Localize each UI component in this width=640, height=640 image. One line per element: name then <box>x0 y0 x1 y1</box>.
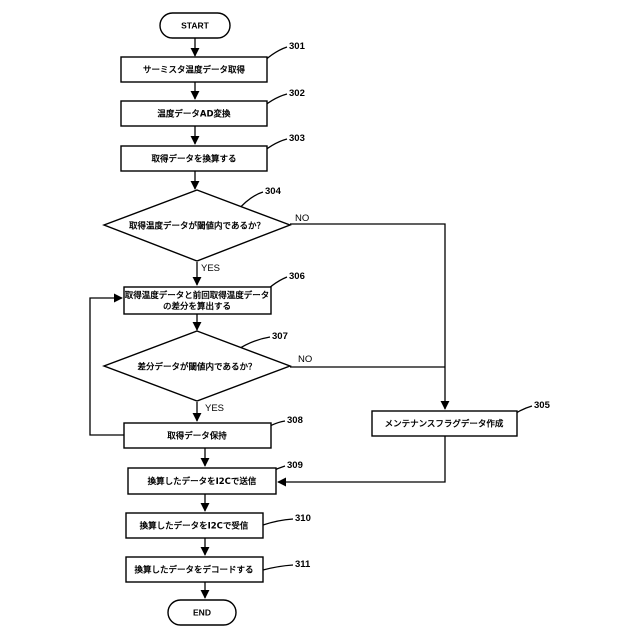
step-301-text: サーミスタ温度データ取得 <box>143 65 246 76</box>
ref-309: 309 <box>287 460 303 471</box>
step-306-text-line1: 取得温度データと前回取得温度データ <box>125 290 270 301</box>
arrow-304-no-to-305 <box>290 224 445 409</box>
branch-307-yes: YES <box>205 403 224 414</box>
arrow-305-to-309 <box>278 436 445 482</box>
ref-304: 304 <box>265 186 282 197</box>
step-301: サーミスタ温度データ取得 <box>121 57 267 82</box>
decision-304: 取得温度データが閾値内であるか？ <box>104 190 290 261</box>
step-308-text: 取得データ保持 <box>167 431 227 442</box>
ref-303: 303 <box>289 133 305 144</box>
ref-305: 305 <box>534 400 551 411</box>
step-305-text: メンテナンスフラグデータ作成 <box>385 419 504 430</box>
decision-307: 差分データが閾値内であるか？ <box>104 331 290 401</box>
start-label: START <box>181 21 210 31</box>
step-306-text-line2: の差分を算出する <box>163 301 231 312</box>
ref-306: 306 <box>289 271 305 282</box>
step-303: 取得データを換算する <box>121 146 267 171</box>
decision-307-text: 差分データが閾値内であるか？ <box>137 362 257 373</box>
step-310: 換算したデータをI2Cで受信 <box>126 513 263 538</box>
step-302-text: 温度データAD変換 <box>157 109 231 120</box>
step-303-text: 取得データを換算する <box>151 154 236 165</box>
start-terminal: START <box>160 13 230 38</box>
branch-307-no: NO <box>298 354 312 365</box>
leader-311 <box>263 565 293 570</box>
step-306: 取得温度データと前回取得温度データ の差分を算出する <box>124 287 271 314</box>
ref-301: 301 <box>289 41 306 52</box>
step-302: 温度データAD変換 <box>121 101 267 126</box>
branch-304-no: NO <box>295 213 309 224</box>
leader-310 <box>263 519 293 525</box>
ref-308: 308 <box>287 415 303 426</box>
ref-302: 302 <box>289 88 305 99</box>
decision-304-text: 取得温度データが閾値内であるか？ <box>129 221 265 232</box>
end-label: END <box>193 608 211 618</box>
step-309: 換算したデータをI2Cで送信 <box>128 468 276 494</box>
step-309-text: 換算したデータをI2Cで送信 <box>148 476 257 487</box>
step-308: 取得データ保持 <box>124 423 271 448</box>
step-305: メンテナンスフラグデータ作成 <box>372 411 517 436</box>
end-terminal: END <box>168 600 236 625</box>
ref-leaders <box>237 47 532 570</box>
ref-307: 307 <box>272 331 288 342</box>
step-311: 換算したデータをデコードする <box>126 557 263 582</box>
ref-311: 311 <box>295 559 311 570</box>
step-311-text: 換算したデータをデコードする <box>134 565 253 576</box>
step-310-text: 換算したデータをI2Cで受信 <box>140 521 249 532</box>
branch-304-yes: YES <box>201 263 220 274</box>
ref-310: 310 <box>295 513 311 524</box>
